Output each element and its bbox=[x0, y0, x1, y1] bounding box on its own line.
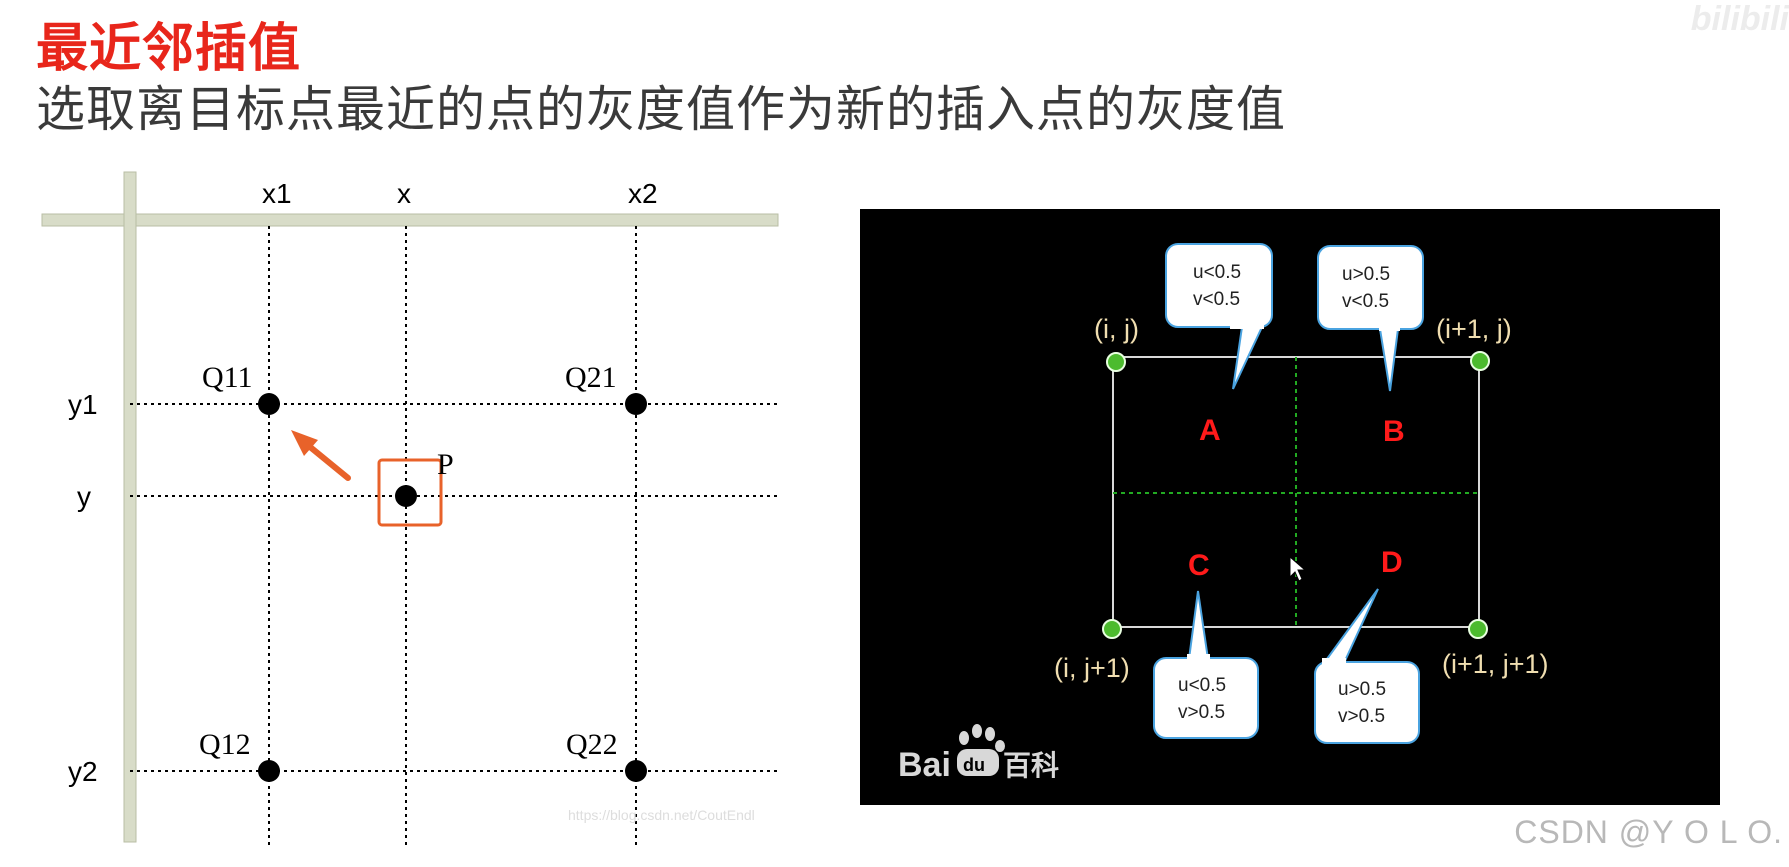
point-q12-label: Q12 bbox=[199, 728, 251, 761]
corner-label-i1j: (i+1, j) bbox=[1436, 314, 1512, 344]
point-q21-label: Q21 bbox=[565, 361, 617, 394]
corner-label-ij: (i, j) bbox=[1094, 314, 1139, 344]
point-q12 bbox=[258, 760, 280, 782]
csdn-watermark: CSDN @Y O L O. bbox=[1514, 814, 1783, 850]
callout-a-line1: u<0.5 bbox=[1193, 262, 1241, 283]
corner-label-i1j1: (i+1, j+1) bbox=[1442, 649, 1549, 679]
point-q22-label: Q22 bbox=[566, 728, 618, 761]
logo-bai: Bai bbox=[898, 746, 951, 784]
baike-interpolation-panel: (i, j) (i+1, j) (i, j+1) (i+1, j+1) A B … bbox=[860, 209, 1720, 805]
callout-d: u>0.5 v>0.5 bbox=[1314, 588, 1420, 744]
region-label-c: C bbox=[1188, 549, 1210, 582]
point-q21 bbox=[625, 393, 647, 415]
vertical-axis-bar bbox=[123, 171, 137, 843]
corner-dot-ij bbox=[1106, 352, 1126, 372]
slide-subtitle: 选取离目标点最近的点的灰度值作为新的插入点的灰度值 bbox=[36, 81, 1287, 138]
x2-label: x2 bbox=[628, 178, 658, 209]
point-p-label: P bbox=[437, 448, 454, 481]
bilibili-watermark: bilibili bbox=[1690, 0, 1789, 38]
x1-label: x1 bbox=[262, 178, 292, 209]
corner-dot-ij1 bbox=[1102, 619, 1122, 639]
corner-dot-i1j bbox=[1470, 351, 1490, 371]
region-label-a: A bbox=[1199, 414, 1221, 447]
point-p bbox=[395, 485, 417, 507]
baike-interpolation-diagram: (i, j) (i+1, j) (i, j+1) (i+1, j+1) A B … bbox=[898, 243, 1549, 784]
callout-d-line2: v>0.5 bbox=[1338, 706, 1385, 727]
horizontal-axis-bar bbox=[41, 213, 779, 227]
callout-b-line1: u>0.5 bbox=[1342, 264, 1390, 285]
point-q11 bbox=[258, 393, 280, 415]
x-label: x bbox=[397, 178, 411, 209]
callout-c: u<0.5 v>0.5 bbox=[1153, 590, 1259, 739]
logo-baike: 百科 bbox=[1003, 749, 1059, 782]
callout-a: u<0.5 v<0.5 bbox=[1165, 243, 1273, 390]
callout-c-line1: u<0.5 bbox=[1178, 675, 1226, 696]
baidu-baike-logo: Bai du 百科 bbox=[898, 724, 1059, 784]
logo-du: du bbox=[963, 755, 985, 775]
corner-dot-i1j1 bbox=[1468, 619, 1488, 639]
region-label-d: D bbox=[1381, 546, 1403, 579]
target-highlight-box bbox=[377, 458, 443, 527]
callout-b-line2: v<0.5 bbox=[1342, 291, 1389, 312]
region-label-b: B bbox=[1383, 415, 1405, 448]
corner-label-ij1: (i, j+1) bbox=[1054, 653, 1130, 683]
point-q22 bbox=[625, 760, 647, 782]
y2-label: y2 bbox=[68, 756, 98, 787]
callout-d-line1: u>0.5 bbox=[1338, 679, 1386, 700]
y-label: y bbox=[77, 481, 91, 512]
slide-title: 最近邻插值 bbox=[36, 19, 302, 79]
y1-label: y1 bbox=[68, 389, 98, 420]
left-diagram-watermark: https://blog.csdn.net/CoutEndl bbox=[568, 807, 755, 823]
nearest-arrow-icon bbox=[291, 430, 351, 481]
callout-b: u>0.5 v<0.5 bbox=[1317, 245, 1424, 392]
nearest-neighbor-grid-diagram: x1 x x2 y1 y y2 Q11 Q21 Q12 Q22 P https:… bbox=[41, 171, 779, 845]
callout-c-line2: v>0.5 bbox=[1178, 702, 1225, 723]
mouse-cursor-icon bbox=[1289, 555, 1307, 582]
callout-a-line2: v<0.5 bbox=[1193, 289, 1240, 310]
point-q11-label: Q11 bbox=[202, 361, 253, 394]
